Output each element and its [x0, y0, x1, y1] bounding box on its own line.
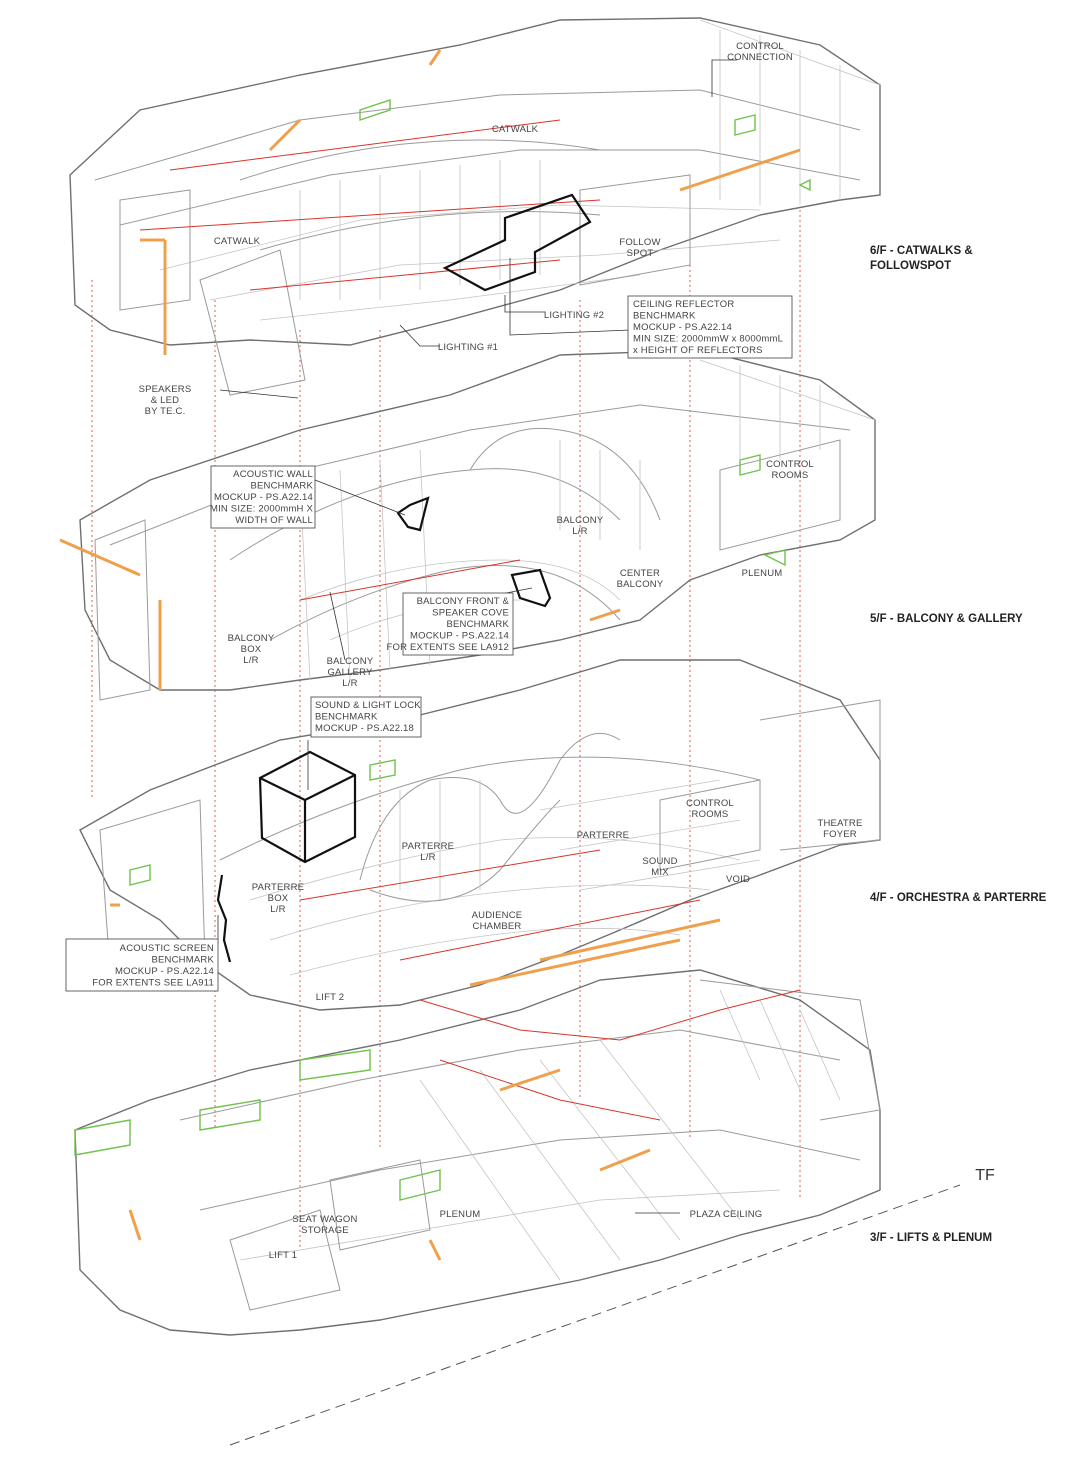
level-6f-drawing — [69, 17, 881, 396]
label-plenum-5f: PLENUM — [742, 568, 783, 579]
label-plenum-3f: PLENUM — [440, 1209, 481, 1220]
level-3f-drawing — [74, 969, 881, 1336]
label-void: VOID — [726, 874, 750, 885]
label-catwalk-left: CATWALK — [214, 236, 261, 247]
floor-titles: 6/F - CATWALKS & FOLLOWSPOT 5/F - BALCON… — [870, 245, 1047, 1244]
label-lift-2: LIFT 2 — [316, 992, 344, 1003]
floor-title-5f: 5/F - BALCONY & GALLERY — [870, 613, 1023, 625]
label-plaza-ceiling: PLAZA CEILING — [690, 1209, 763, 1220]
label-tf: TF — [975, 1167, 995, 1184]
floor-title-6f-line2: FOLLOWSPOT — [870, 260, 951, 272]
label-parterre: PARTERRE — [577, 830, 629, 841]
level-5f-drawing — [59, 349, 876, 701]
label-catwalk-top: CATWALK — [492, 124, 539, 135]
leader-lines — [217, 59, 737, 1214]
floor-title-4f: 4/F - ORCHESTRA & PARTERRE — [870, 892, 1047, 904]
projection-lines — [91, 210, 801, 1250]
level-4f-drawing — [79, 659, 881, 1011]
label-lighting-2: LIGHTING #2 — [544, 310, 604, 321]
label-lift-1: LIFT 1 — [269, 1250, 297, 1261]
floor-title-3f: 3/F - LIFTS & PLENUM — [870, 1232, 992, 1244]
label-lighting-1: LIGHTING #1 — [438, 342, 498, 353]
floor-title-6f-line1: 6/F - CATWALKS & — [870, 245, 973, 257]
tf-datum-line — [229, 1184, 961, 1446]
